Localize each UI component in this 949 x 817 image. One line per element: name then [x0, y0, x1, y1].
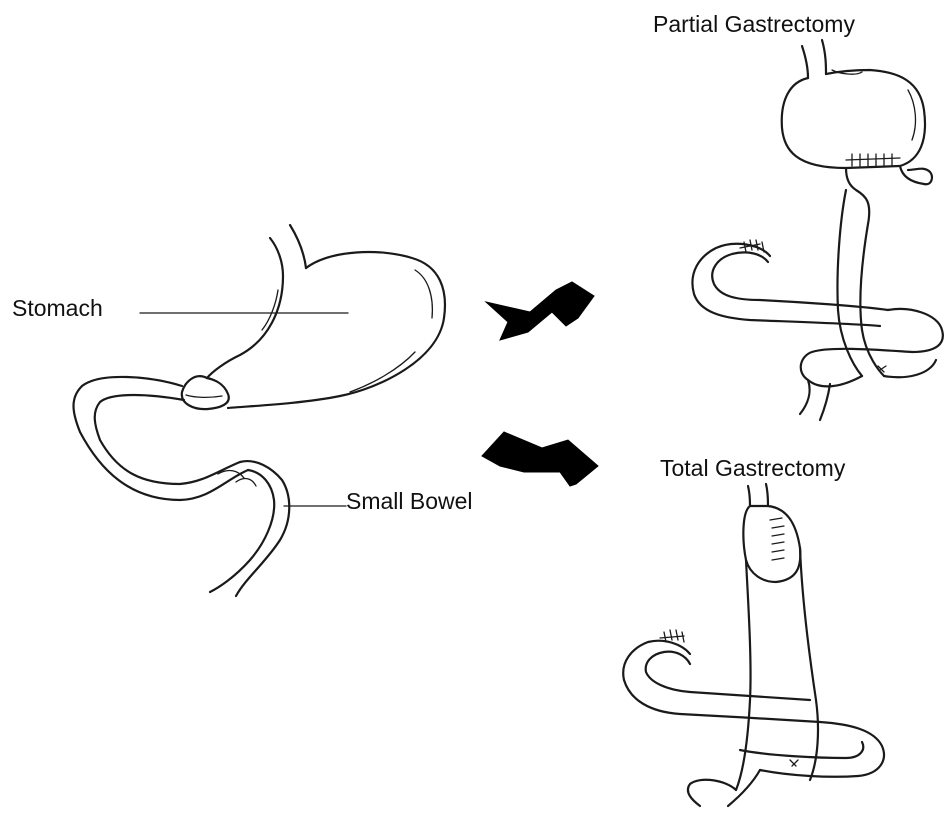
- normal-anatomy: [74, 225, 445, 596]
- stomach-label: Stomach: [12, 297, 103, 320]
- partial-gastrectomy-label: Partial Gastrectomy: [653, 13, 855, 36]
- partial-gastrectomy-illustration: [692, 40, 942, 420]
- arrow-to-partial: [486, 282, 594, 340]
- total-gastrectomy-label: Total Gastrectomy: [660, 457, 845, 480]
- total-gastrectomy-illustration: [623, 484, 884, 806]
- arrow-to-total: [482, 432, 598, 486]
- small-bowel-label: Small Bowel: [346, 490, 473, 513]
